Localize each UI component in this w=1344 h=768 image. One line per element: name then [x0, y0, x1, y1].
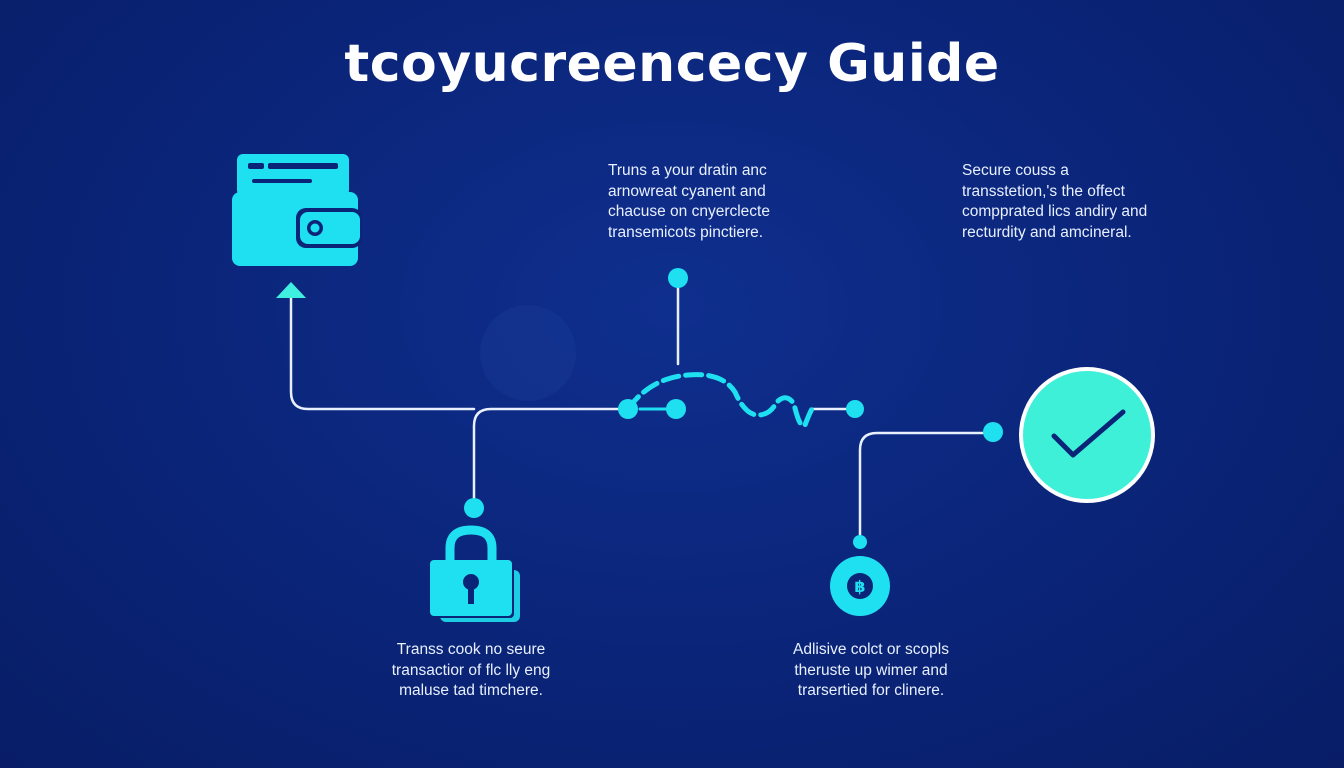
bitcoin-coin-icon: ฿: [830, 556, 890, 616]
padlock-icon: [430, 525, 520, 622]
description-line: trarsertied for clinere.: [797, 682, 945, 699]
description-top-right: Secure couss a transstetion,'s the offec…: [962, 161, 1182, 243]
connector-lines: [289, 276, 995, 547]
connector-lock: [472, 407, 630, 510]
description-bottom-middle: Adlisive colct or scopls theruste up wim…: [786, 640, 956, 702]
description-line: transemicots pinctiere.: [608, 223, 764, 241]
description-line: compprated lics andiry and: [962, 203, 1148, 220]
connector-coin: [858, 431, 995, 547]
description-line: Secure couss a: [962, 162, 1069, 179]
node-coin: [853, 535, 867, 549]
description-line: transstetion,'s the offect: [962, 182, 1125, 200]
checkmark-icon: [1019, 367, 1155, 503]
wallet-icon: [232, 154, 362, 266]
connector-wallet: [289, 294, 476, 411]
arrow-up-icon: [276, 282, 306, 298]
background-glow: [480, 305, 576, 401]
svg-text:฿: ฿: [854, 577, 865, 596]
node-wave-start: [618, 399, 638, 419]
description-line: transactior of flc lly eng: [391, 661, 551, 679]
description-line: Adlisive colct or scopls: [793, 641, 949, 658]
description-line: Transs cook no seure: [396, 641, 546, 658]
page-title: tcoyucreencecy Guide: [344, 34, 1000, 94]
transaction-wave: [625, 372, 815, 429]
description-line: chacuse on cnyerclecte: [608, 203, 770, 220]
node-wave-end: [846, 400, 864, 418]
description-line: theruste up wimer and: [794, 661, 948, 679]
description-line: Truns a your dratin anc: [608, 162, 767, 179]
description-line: recturdity and amcineral.: [962, 223, 1132, 241]
connector-nodes: [464, 268, 1003, 549]
node-lock: [464, 498, 484, 518]
description-top-middle: Truns a your dratin anc arnowreat cyanen…: [608, 161, 808, 243]
description-line: arnowreat cyanent and: [608, 182, 766, 200]
description-line: maluse tad timchere.: [399, 682, 543, 699]
node-wave-mid: [666, 399, 686, 419]
node-check: [983, 422, 1003, 442]
description-bottom-left: Transs cook no seure transactior of flc …: [386, 640, 556, 702]
node-top-middle: [668, 268, 688, 288]
